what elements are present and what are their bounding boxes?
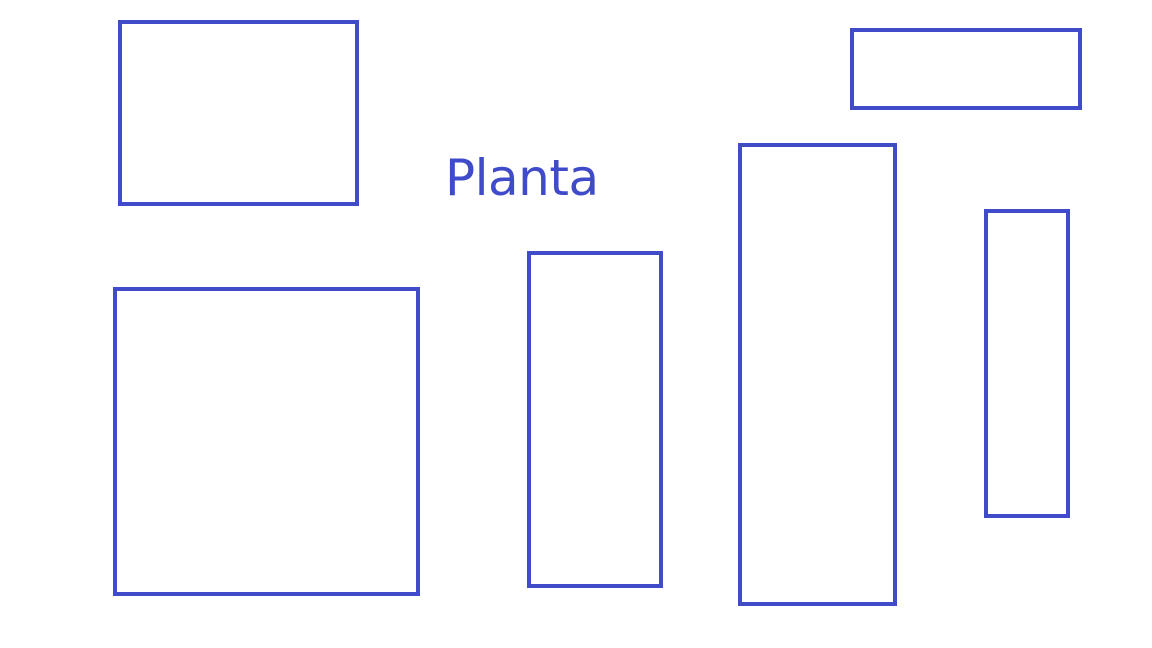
plan-title: Planta: [445, 149, 599, 207]
rectangle-tall: [738, 143, 897, 606]
rectangle-right: [984, 209, 1070, 518]
rectangle-middle: [527, 251, 663, 588]
rectangle-top-left: [118, 20, 359, 206]
rectangle-bottom-left: [113, 287, 420, 596]
rectangle-top-right: [850, 28, 1082, 110]
